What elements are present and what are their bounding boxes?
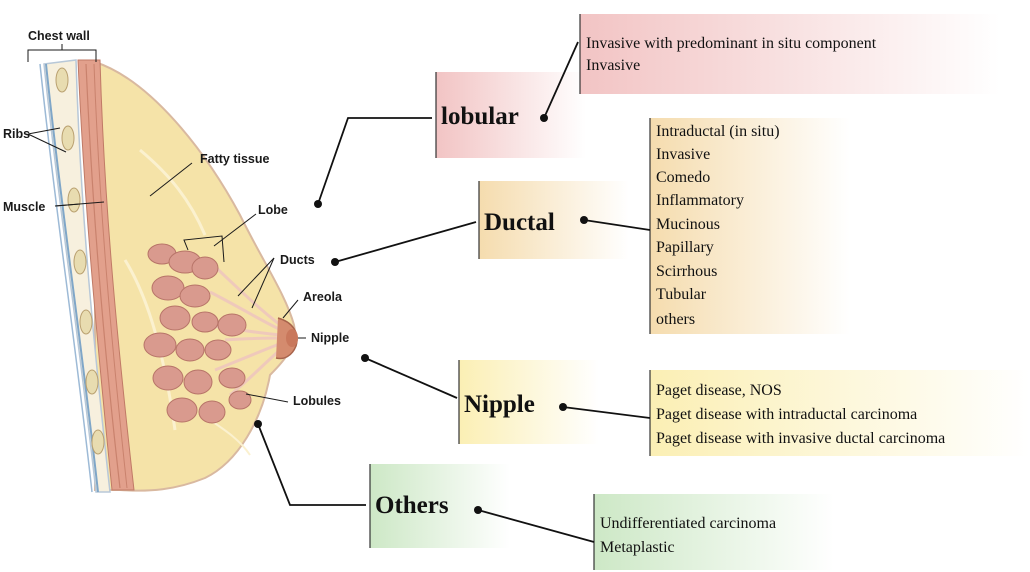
ductal-item: Tubular <box>656 286 707 303</box>
others-item: Metaplastic <box>600 539 675 556</box>
ductal-item: Intraductal (in situ) <box>656 123 780 140</box>
fatty-tissue-label: Fatty tissue <box>200 152 270 166</box>
ductal-item: Invasive <box>656 146 710 163</box>
ducts-label: Ducts <box>280 253 315 267</box>
nipple-title: Nipple <box>464 391 535 418</box>
nipple-item: Paget disease with intraductal carcinoma <box>656 406 917 423</box>
areola-label: Areola <box>303 290 343 304</box>
ductal-item: Inflammatory <box>656 192 744 209</box>
connector-dots <box>254 114 588 514</box>
lobular-title: lobular <box>441 103 519 130</box>
lobular-items-box <box>580 14 1000 94</box>
nipple-shape <box>286 329 298 347</box>
lobe-label: Lobe <box>258 203 288 217</box>
ribs-label: Ribs <box>3 127 30 141</box>
ductal-item: Comedo <box>656 169 710 186</box>
lobular-item: Invasive with predominant in situ compon… <box>586 35 877 52</box>
others-title: Others <box>375 492 449 519</box>
nipple-label: Nipple <box>311 331 349 345</box>
muscle-label: Muscle <box>3 200 45 214</box>
ductal-item: others <box>656 311 695 328</box>
chest-wall-label: Chest wall <box>28 29 90 43</box>
ductal-item: Papillary <box>656 239 714 256</box>
lobules-label: Lobules <box>293 394 341 408</box>
others-items-box <box>594 494 834 570</box>
ductal-item: Mucinous <box>656 216 720 233</box>
ductal-title: Ductal <box>484 209 555 236</box>
ductal-item: Scirrhous <box>656 263 717 280</box>
others-item: Undifferentiated carcinoma <box>600 515 776 532</box>
lobular-item: Invasive <box>586 57 640 74</box>
nipple-item: Paget disease, NOS <box>656 382 782 399</box>
nipple-item: Paget disease with invasive ductal carci… <box>656 430 945 447</box>
